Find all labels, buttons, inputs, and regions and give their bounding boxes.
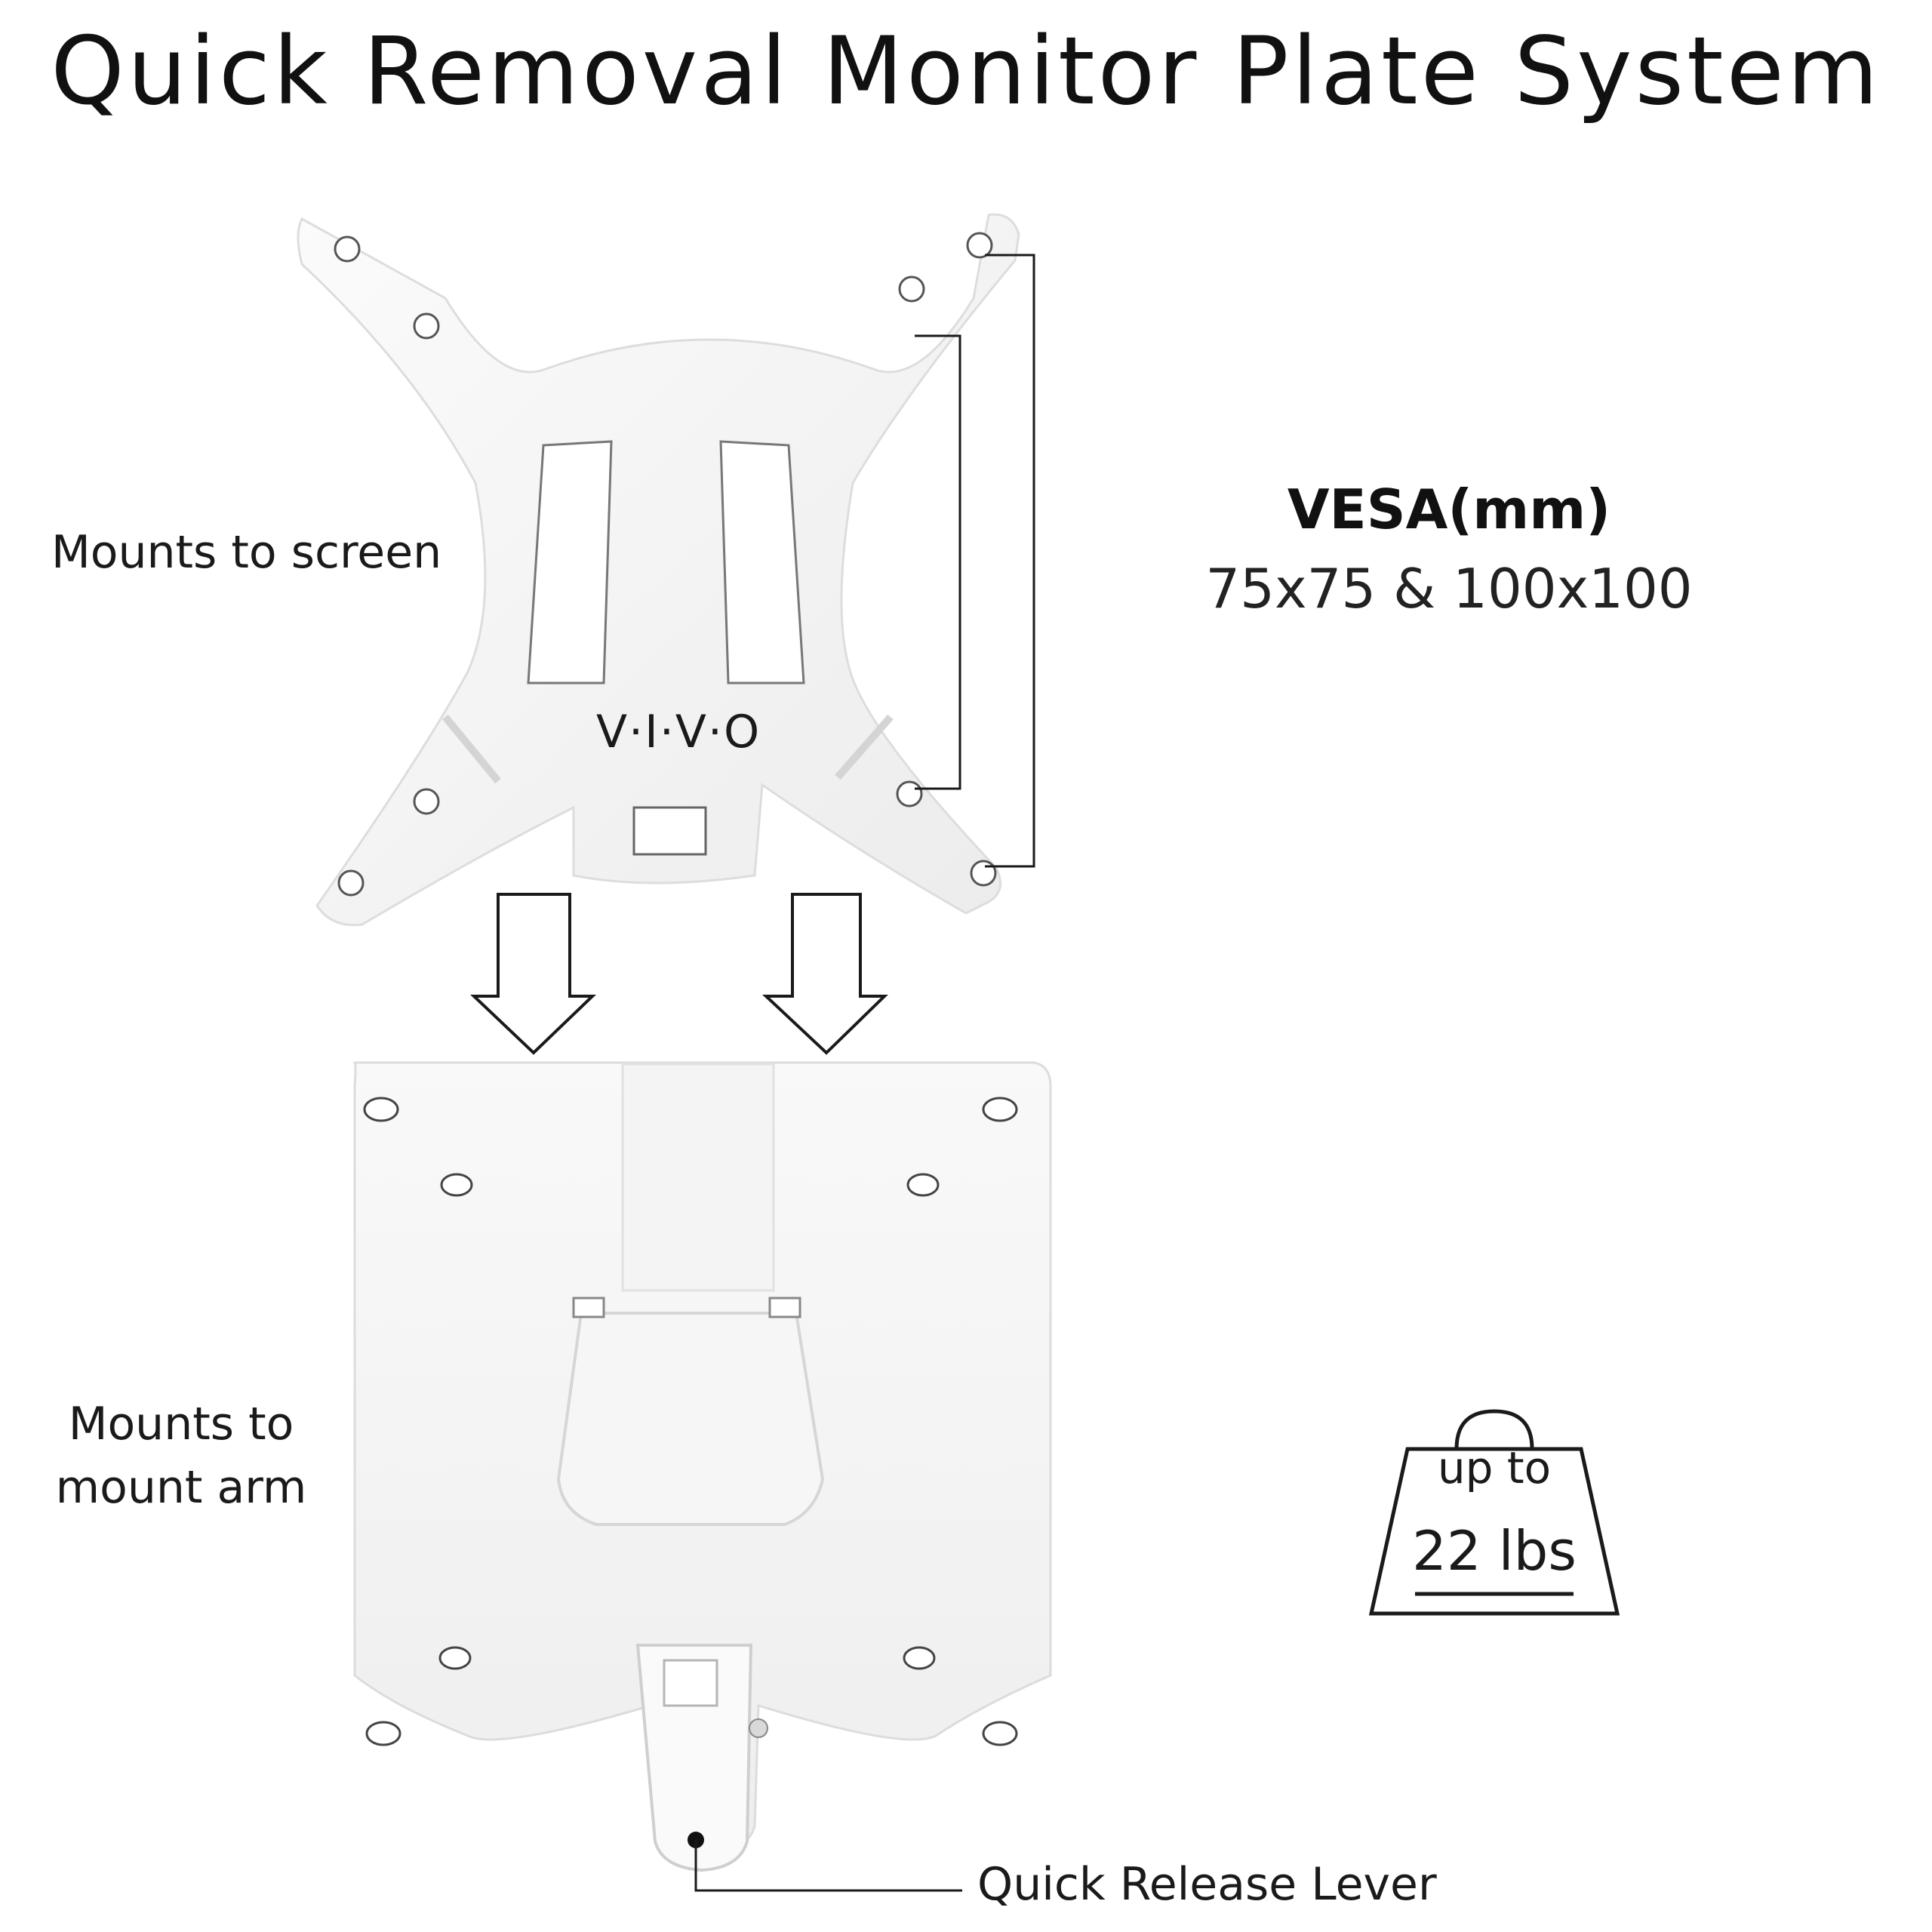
- mounts-to-arm-line1: Mounts to: [68, 1398, 294, 1451]
- bracket-100: [985, 254, 1035, 868]
- release-hole: [982, 1097, 1018, 1122]
- down-arrow-left: [469, 893, 596, 1055]
- adapter-hole: [898, 275, 925, 303]
- lever-pin: [749, 1718, 768, 1738]
- page-title: Quick Removal Monitor Plate System: [51, 17, 1881, 126]
- vesa-heading: VESA(mm): [1287, 478, 1611, 541]
- mounts-to-screen-label: Mounts to screen: [51, 526, 442, 579]
- brand-logo: V·I·V·O: [596, 706, 761, 758]
- release-hole: [903, 1646, 936, 1670]
- adapter-hole: [413, 788, 440, 815]
- adapter-hole: [970, 860, 997, 887]
- release-hole: [365, 1721, 401, 1746]
- down-arrow-right: [761, 893, 888, 1055]
- release-hole: [982, 1721, 1018, 1746]
- weight-prefix: up to: [1437, 1442, 1552, 1494]
- adapter-slot-right: [719, 440, 805, 685]
- release-hole: [906, 1173, 940, 1197]
- brand-logo-text: V·I·V·O: [596, 706, 761, 758]
- mounts-to-arm-label: Mounts to mount arm: [30, 1392, 332, 1519]
- release-hole: [440, 1173, 473, 1197]
- quick-release-plate: [352, 1061, 1052, 1872]
- adapter-slot-left: [527, 440, 613, 685]
- adapter-hole: [966, 232, 993, 259]
- weight-bag-icon: [1368, 1409, 1620, 1616]
- bracket-75: [915, 334, 961, 790]
- adapter-square-hole: [632, 806, 707, 856]
- release-hole: [438, 1646, 472, 1670]
- vesa-sizes: 75x75 & 100x100: [1205, 557, 1693, 620]
- lever-callout: [688, 1832, 962, 1892]
- adapter-hole: [337, 869, 365, 897]
- weight-value: 22 lbs: [1412, 1519, 1577, 1583]
- release-hole: [363, 1097, 399, 1122]
- mounts-to-arm-line2: mount arm: [55, 1461, 307, 1514]
- vesa-adapter-plate: [297, 213, 1020, 927]
- quick-release-lever-label: Quick Release Lever: [977, 1858, 1437, 1911]
- adapter-hole: [896, 780, 923, 808]
- adapter-hole: [334, 235, 361, 263]
- adapter-hole: [413, 312, 440, 340]
- release-latch: [556, 1312, 825, 1526]
- vesa-dimension-brackets: [915, 254, 1035, 868]
- adapter-plate-body: [297, 213, 1020, 927]
